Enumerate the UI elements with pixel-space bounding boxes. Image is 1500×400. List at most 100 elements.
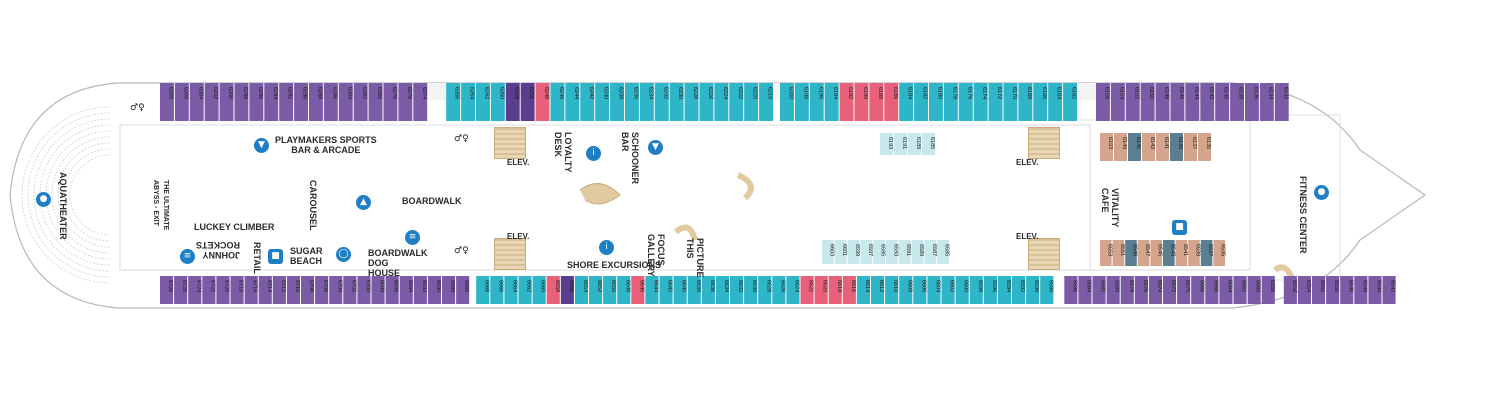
cabin[interactable]	[385, 276, 399, 304]
cabin[interactable]	[958, 83, 973, 121]
cabin[interactable]	[202, 276, 216, 304]
cabin[interactable]	[714, 83, 729, 121]
cabin[interactable]	[272, 276, 286, 304]
cabin[interactable]	[371, 276, 385, 304]
cabin[interactable]	[1312, 276, 1326, 304]
cabin[interactable]	[1185, 83, 1200, 121]
cabin[interactable]	[1064, 276, 1078, 304]
cabin[interactable]	[911, 240, 924, 264]
cabin[interactable]	[338, 83, 353, 121]
cabin[interactable]	[446, 83, 461, 121]
cabin[interactable]	[997, 276, 1011, 304]
cabin[interactable]	[828, 276, 842, 304]
cabin[interactable]	[476, 276, 490, 304]
cabin[interactable]	[969, 276, 983, 304]
cabin[interactable]	[645, 276, 659, 304]
cabin[interactable]	[1188, 240, 1200, 266]
cabin[interactable]	[505, 83, 520, 121]
cabin[interactable]	[854, 83, 869, 121]
cabin[interactable]	[595, 83, 610, 121]
cabin[interactable]	[219, 83, 234, 121]
cabin[interactable]	[943, 83, 958, 121]
cabin[interactable]	[869, 83, 884, 121]
cabin[interactable]	[1120, 276, 1134, 304]
cabin[interactable]	[535, 83, 550, 121]
cabin[interactable]	[894, 133, 907, 155]
cabin[interactable]	[383, 83, 398, 121]
cabin[interactable]	[456, 276, 470, 304]
cabin[interactable]	[617, 276, 631, 304]
cabin[interactable]	[1003, 83, 1018, 121]
cabin[interactable]	[780, 83, 794, 121]
cabin[interactable]	[357, 276, 371, 304]
cabin[interactable]	[532, 276, 546, 304]
cabin[interactable]	[1100, 240, 1112, 266]
cabin[interactable]	[1245, 83, 1259, 121]
cabin[interactable]	[427, 276, 441, 304]
cabin[interactable]	[398, 83, 413, 121]
cabin[interactable]	[1219, 276, 1233, 304]
cabin[interactable]	[1170, 133, 1183, 161]
cabin[interactable]	[973, 83, 988, 121]
cabin[interactable]	[1163, 276, 1177, 304]
cabin[interactable]	[983, 276, 997, 304]
cabin[interactable]	[1175, 240, 1188, 266]
cabin[interactable]	[1114, 133, 1127, 161]
cabin[interactable]	[264, 83, 279, 121]
cabin[interactable]	[160, 276, 174, 304]
cabin[interactable]	[1096, 83, 1110, 121]
cabin[interactable]	[839, 83, 854, 121]
cabin[interactable]	[800, 276, 814, 304]
cabin[interactable]	[188, 276, 202, 304]
cabin[interactable]	[1156, 133, 1169, 161]
cabin[interactable]	[759, 83, 773, 121]
cabin[interactable]	[1128, 133, 1141, 161]
cabin[interactable]	[929, 83, 943, 121]
cabin[interactable]	[1112, 240, 1125, 266]
cabin[interactable]	[625, 83, 639, 121]
cabin[interactable]	[955, 276, 969, 304]
cabin[interactable]	[504, 276, 518, 304]
cabin[interactable]	[1026, 276, 1040, 304]
cabin[interactable]	[1134, 276, 1148, 304]
cabin[interactable]	[1110, 83, 1125, 121]
cabin[interactable]	[1033, 83, 1048, 121]
cabin[interactable]	[715, 276, 729, 304]
cabin[interactable]	[1137, 240, 1150, 266]
cabin[interactable]	[654, 83, 669, 121]
cabin[interactable]	[279, 83, 294, 121]
cabin[interactable]	[1142, 133, 1155, 161]
cabin[interactable]	[659, 276, 673, 304]
cabin[interactable]	[814, 276, 828, 304]
cabin[interactable]	[343, 276, 357, 304]
cabin[interactable]	[899, 83, 914, 121]
cabin[interactable]	[368, 83, 383, 121]
cabin[interactable]	[842, 276, 856, 304]
cabin[interactable]	[1340, 276, 1354, 304]
cabin[interactable]	[294, 83, 308, 121]
cabin[interactable]	[1140, 83, 1155, 121]
cabin[interactable]	[914, 83, 928, 121]
cabin[interactable]	[442, 276, 456, 304]
cabin[interactable]	[631, 276, 645, 304]
cabin[interactable]	[701, 276, 715, 304]
cabin[interactable]	[315, 276, 329, 304]
cabin[interactable]	[413, 83, 428, 121]
cabin[interactable]	[580, 83, 595, 121]
cabin[interactable]	[589, 276, 603, 304]
cabin[interactable]	[824, 83, 839, 121]
cabin[interactable]	[1163, 240, 1175, 266]
cabin[interactable]	[1198, 133, 1211, 161]
cabin[interactable]	[1354, 276, 1368, 304]
cabin[interactable]	[1200, 240, 1213, 266]
cabin[interactable]	[1078, 276, 1092, 304]
cabin[interactable]	[399, 276, 413, 304]
cabin[interactable]	[234, 83, 249, 121]
cabin[interactable]	[189, 83, 204, 121]
cabin[interactable]	[684, 83, 699, 121]
cabin[interactable]	[673, 276, 687, 304]
cabin[interactable]	[1170, 83, 1185, 121]
cabin[interactable]	[1215, 83, 1230, 121]
cabin[interactable]	[574, 276, 588, 304]
cabin[interactable]	[758, 276, 772, 304]
